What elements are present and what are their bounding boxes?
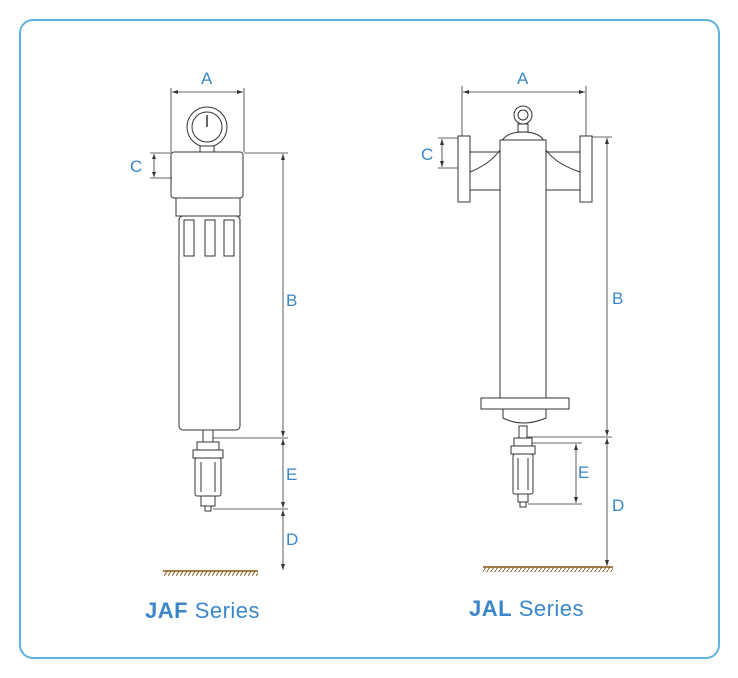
jaf-label-d: D bbox=[286, 530, 298, 549]
jal-label-c: C bbox=[421, 145, 433, 164]
jal-dimensions bbox=[438, 86, 612, 566]
jal-series-title: JAL Series bbox=[469, 596, 584, 622]
jal-filter bbox=[457, 105, 593, 508]
jaf-dimensions bbox=[150, 88, 288, 570]
jal-series-word: Series bbox=[518, 596, 585, 621]
jal-series-code: JAL bbox=[469, 596, 513, 621]
jaf-label-e: E bbox=[286, 465, 297, 484]
jaf-ground bbox=[163, 570, 258, 576]
jaf-series-title: JAF Series bbox=[145, 598, 260, 624]
jaf-series-word: Series bbox=[194, 598, 261, 623]
jaf-label-a: A bbox=[201, 69, 213, 88]
jal-label-a: A bbox=[517, 69, 529, 88]
figure-frame bbox=[19, 19, 720, 659]
jaf-label-b: B bbox=[286, 291, 297, 310]
jal-label-e: E bbox=[578, 463, 589, 482]
jal-ground bbox=[483, 566, 613, 572]
jaf-label-c: C bbox=[130, 157, 142, 176]
jaf-series-code: JAF bbox=[145, 598, 189, 623]
jaf-filter bbox=[170, 106, 244, 512]
jal-label-b: B bbox=[612, 289, 623, 308]
jal-label-d: D bbox=[612, 496, 624, 515]
